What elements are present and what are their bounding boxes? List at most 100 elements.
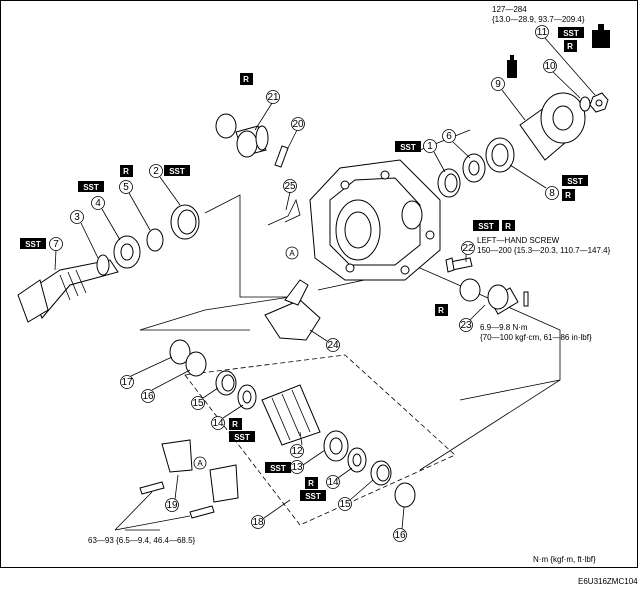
svg-text:SST: SST [563,29,579,38]
callout-number: 18 [252,517,264,528]
callout-22: 22 [461,241,475,255]
callout-number: 19 [166,500,178,511]
svg-text:SST: SST [234,433,250,442]
svg-text:R: R [123,167,129,176]
callout-circle [423,139,437,153]
part-21-bushing-shape [235,125,269,158]
part-25-clip-shape [267,198,301,226]
callout-circle [120,375,134,389]
callout-11: 11 [535,25,549,39]
svg-text:A: A [289,249,295,258]
callout-number: 15 [192,398,204,409]
part-14-bearing-shape [237,384,257,410]
callout-14a: 14 [211,416,225,430]
badge-sst-22: SST [473,220,499,231]
part-14b-bearing-shape [347,447,367,473]
callout-15b: 15 [338,497,352,511]
callout-17: 17 [120,375,134,389]
callout-circle [149,164,163,178]
callout-circle [211,416,225,430]
callout-circle [491,77,505,91]
callout-number: 9 [495,79,501,90]
part-23-cover-shape [487,284,519,315]
callout-number: 14 [212,418,224,429]
callout-number: 20 [292,119,304,130]
part-callouts: 1 2 3 4 5 6 7 8 9 10 11 12 13 14 14 15 1… [49,25,559,542]
o-ring-right [459,278,481,302]
callout-number: 7 [53,239,59,250]
svg-text:SST: SST [169,167,185,176]
callout-leaders [54,37,596,530]
part-17-shim-shape [169,339,191,365]
diagram-frame [0,0,638,568]
svg-text:R: R [438,306,444,315]
callout-19: 19 [165,498,179,512]
bolt-small-shape [523,291,529,307]
callout-circle [119,180,133,194]
badge-sst-7: SST [20,238,46,249]
part-16b-shim-shape [394,482,416,508]
differential-case [309,159,441,281]
bolt-torque-line1: 6.9—9.8 N·m [480,323,528,332]
part-20-pin-shape [274,145,289,168]
badge-sst-4: SST [78,181,104,192]
callout-number: 16 [394,530,406,541]
callout-number: 25 [284,181,296,192]
badge-sst-1: SST [395,141,421,152]
callout-number: 17 [121,377,133,388]
callout-2: 2 [149,164,163,178]
callout-circle [291,117,305,131]
callout-number: 21 [267,92,279,103]
callout-number: 4 [95,198,101,209]
callout-9: 9 [491,77,505,91]
callout-circle [266,90,280,104]
callout-number: 24 [327,340,339,351]
callout-circle [91,196,105,210]
callout-number: 22 [462,243,474,254]
callout-circle [543,59,557,73]
svg-text:R: R [308,479,314,488]
callout-15a: 15 [191,396,205,410]
callout-circle [545,186,559,200]
callout-number: 11 [537,27,548,38]
svg-text:R: R [565,191,571,200]
callout-number: 6 [446,131,452,142]
callout-circle [326,338,340,352]
svg-text:SST: SST [305,492,321,501]
part-4-bearing-shape [113,235,141,269]
bolt-torque-line2: {70—100 kgf·cm, 61—86 in·lbf} [480,333,592,342]
part-5-spacer-shape [146,228,164,252]
callout-18: 18 [251,515,265,529]
left-hand-screw-torque: 150—200 {15.3—20.3, 110.7—147.4} [477,246,611,255]
badge-r-23: R [435,304,448,316]
svg-text:SST: SST [478,222,494,231]
figure-code: E6U316ZMC104 [578,577,638,586]
callout-circle [461,241,475,255]
callout-number: 1 [427,141,433,152]
callout-14b: 14 [326,475,340,489]
callout-circle [290,444,304,458]
callout-3: 3 [70,210,84,224]
callout-10: 10 [543,59,557,73]
badge-sst-2: SST [164,165,190,176]
callout-circle [290,460,304,474]
part-15-race-shape [215,370,237,396]
badge-r-o-ring-top: R [240,73,253,85]
callout-24: 24 [326,338,340,352]
badge-sst-11: SST [558,27,584,38]
callout-circle [70,210,84,224]
callout-circle [191,396,205,410]
callout-8: 8 [545,186,559,200]
svg-text:SST: SST [400,143,416,152]
callout-12: 12 [290,444,304,458]
callout-number: 5 [123,182,129,193]
callout-circle [165,498,179,512]
part-16-shim-shape [185,351,207,377]
svg-text:R: R [243,75,249,84]
callout-circle [251,515,265,529]
part-1-race-shape [437,168,461,198]
callout-circle [535,25,549,39]
badge-sst-8: SST [562,175,588,186]
units-legend: N·m {kgf·m, ft·lbf} [533,555,596,564]
